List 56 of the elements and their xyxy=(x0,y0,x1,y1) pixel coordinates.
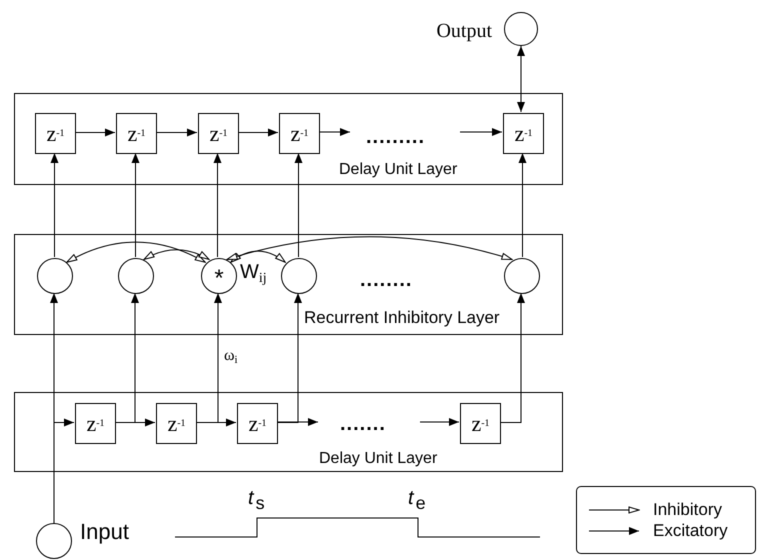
delay-unit-box xyxy=(279,113,320,154)
excitatory-arrow xyxy=(74,128,116,136)
delay-unit-box xyxy=(35,113,76,154)
legend-label: Excitatory xyxy=(653,522,728,539)
excitatory-arrow xyxy=(460,128,502,136)
node-caption: Input xyxy=(80,518,129,546)
excitatory-arrow xyxy=(500,292,525,423)
layer-box xyxy=(14,234,563,335)
delay-operator: z$^{-1}$ xyxy=(86,412,105,434)
layer-title: Recurrent Inhibitory Layer xyxy=(304,307,500,329)
delay-unit-box xyxy=(460,403,501,444)
layer-title: Delay Unit Layer xyxy=(339,160,458,180)
delay-operator: z$^{-1}$ xyxy=(471,412,490,434)
inhibitory-connection xyxy=(144,249,210,260)
excitatory-arrow xyxy=(50,152,58,258)
legend-label: Inhibitory xyxy=(653,501,722,518)
delay-operator: z$^{-1}$ xyxy=(167,412,186,434)
excitatory-arrow xyxy=(132,152,140,258)
excitatory-arrow xyxy=(214,152,222,258)
delay-unit-box xyxy=(198,113,239,154)
excitatory-arrow xyxy=(318,128,350,136)
ellipsis-dots: ......... xyxy=(366,127,426,147)
delay-unit-box xyxy=(237,403,278,444)
ellipsis-dots: ........ xyxy=(360,270,412,290)
delay-operator: z$^{-1}$ xyxy=(248,412,267,434)
excitatory-arrow xyxy=(518,152,526,258)
node-caption: Output xyxy=(436,19,492,44)
ellipsis-dots: ....... xyxy=(340,414,386,434)
delay-operator: z$^{-1}$ xyxy=(514,122,533,144)
excitatory-arrow xyxy=(420,418,460,426)
inhibitory-connection xyxy=(66,242,206,263)
inhibitory-connection xyxy=(230,250,286,263)
excitatory-arrow xyxy=(54,418,74,524)
excitatory-arrow xyxy=(276,418,318,426)
layer-title: Delay Unit Layer xyxy=(319,449,438,469)
delay-unit-box xyxy=(75,403,116,444)
delay-unit-box xyxy=(503,113,544,154)
excitatory-arrow xyxy=(517,46,525,112)
delay-operator: z$^{-1}$ xyxy=(290,122,309,144)
excitatory-arrow xyxy=(238,128,278,136)
delay-operator: z$^{-1}$ xyxy=(46,122,65,144)
excitatory-arrow xyxy=(156,128,198,136)
time-marker-label: t$_{s}$ xyxy=(248,488,265,508)
delay-operator: z$^{-1}$ xyxy=(209,122,228,144)
layer-box xyxy=(14,93,563,185)
excitatory-arrow xyxy=(276,292,302,423)
time-marker-label: t$_{e}$ xyxy=(408,488,426,508)
delay-unit-box xyxy=(156,403,197,444)
neuron-mark: * xyxy=(214,267,224,291)
excitatory-arrow xyxy=(114,418,156,426)
delay-operator: z$^{-1}$ xyxy=(127,122,146,144)
layer-box xyxy=(14,392,563,472)
inhibitory-connection xyxy=(226,236,512,260)
delay-unit-box xyxy=(116,113,157,154)
excitatory-arrow xyxy=(196,418,236,426)
excitatory-arrow xyxy=(294,152,302,258)
